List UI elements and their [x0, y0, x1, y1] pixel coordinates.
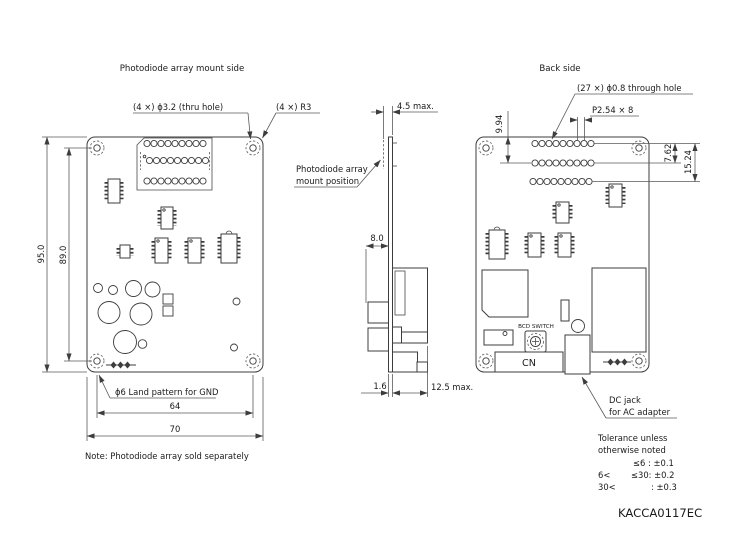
tolerance-row1: ≤6 : ±0.1	[633, 458, 674, 468]
back-ic-3	[485, 226, 509, 260]
dim-row-gap-label: 7.62	[663, 144, 673, 163]
back-dim-994: 9.94	[494, 111, 511, 164]
dc-jack-label-line1: DC jack	[609, 395, 641, 405]
back-extension-lines	[500, 143, 700, 182]
dim-hole-height-label: 89.0	[58, 246, 68, 265]
back-large-component	[481, 269, 529, 318]
front-ic-1	[104, 178, 124, 204]
side-dim-16-125: 1.6 12.5 max.	[361, 346, 473, 397]
dim-front-clearance-label: 8.0	[370, 233, 383, 243]
front-ic-6	[217, 230, 241, 264]
dim-top-to-row2-label: 9.94	[494, 115, 504, 134]
dim-row-span-label: 15.24	[683, 150, 693, 174]
front-ic-2	[157, 206, 177, 230]
front-dim-70: 70	[86, 377, 264, 441]
back-ic-4	[524, 232, 545, 258]
side-label-mount-position: Photodiode array mount position	[294, 159, 381, 188]
dim-outer-width-label: 70	[170, 424, 181, 434]
front-note: Note: Photodiode array sold separately	[85, 451, 249, 461]
tolerance-row2-left: 6<	[598, 470, 610, 480]
back-view: Back side	[475, 64, 700, 419]
back-power-component	[591, 267, 647, 353]
back-small-resistor	[560, 299, 570, 322]
corner-radius-label: (4 ×) R3	[276, 102, 311, 112]
back-hole-row-1	[531, 139, 595, 148]
tolerance-row2-right: ≤30: ±0.2	[631, 470, 675, 480]
back-dim-1524: 15.24	[683, 143, 698, 182]
front-board-outline	[86, 136, 264, 373]
side-view: 4.5 max. Photodiode array mount position…	[294, 101, 473, 397]
front-dim-89: 89.0	[58, 147, 92, 362]
connector-hole-row-3	[143, 177, 207, 185]
back-dim-762: 7.62	[663, 143, 678, 164]
back-hole-row-3	[529, 177, 593, 186]
side-dim-80: 8.0	[365, 233, 389, 303]
front-label-r3: (4 ×) R3	[262, 102, 320, 139]
mount-position-label-line2: mount position	[296, 176, 359, 186]
mount-position-label-line1: Photodiode array	[296, 164, 368, 174]
document-number: KACCA0117EC	[618, 506, 702, 520]
front-label-gnd: ϕ6 Land pattern for GND	[98, 374, 218, 399]
back-gnd-symbol	[603, 358, 631, 366]
back-dim-pitch: P2.54 × 8	[569, 105, 639, 141]
photodiode-connector	[136, 137, 213, 191]
bcd-switch[interactable]: BCD SWITCH	[518, 324, 554, 353]
dim-hole-width-label: 64	[170, 401, 181, 411]
dc-jack	[564, 334, 591, 375]
front-dim-95: 95.0	[36, 136, 87, 373]
bcd-switch-label: BCD SWITCH	[518, 324, 554, 330]
tolerance-line2: otherwise noted	[598, 445, 666, 455]
dim-pitch-label: P2.54 × 8	[592, 105, 633, 115]
front-view-title: Photodiode array mount side	[120, 64, 245, 74]
dc-jack-label-line2: for AC adapter	[609, 407, 671, 417]
front-gnd-symbol	[106, 361, 136, 369]
side-dim-45: 4.5 max.	[371, 101, 438, 139]
tolerance-row3-right: : ±0.3	[651, 482, 677, 492]
tolerance-line1: Tolerance unless	[597, 433, 667, 443]
side-front-components	[367, 301, 389, 352]
front-view: Photodiode array mount side	[36, 64, 320, 461]
dim-board-thickness-label: 1.6	[373, 381, 386, 391]
front-ic-4	[151, 237, 172, 264]
back-hole-row-2	[531, 159, 595, 167]
back-label-through-hole: (27 ×) ϕ0.8 through hole	[551, 83, 693, 140]
dim-pd-height-label: 4.5 max.	[397, 101, 434, 111]
back-ic-2	[552, 201, 573, 224]
front-ic-5	[184, 237, 205, 264]
back-mounting-holes	[478, 140, 647, 369]
side-board-outline	[388, 136, 393, 373]
dim-outer-height-label: 95.0	[36, 245, 46, 264]
thru-hole-label: (4 ×) ϕ3.2 (thru hole)	[133, 102, 223, 112]
front-label-thru-hole: (4 ×) ϕ3.2 (thru hole)	[133, 102, 253, 140]
cn-label: CN	[522, 358, 536, 369]
tolerance-row3-left: 30<	[598, 482, 616, 492]
front-discrete-parts	[93, 280, 241, 354]
connector-hole-row-2	[142, 154, 210, 165]
front-ic-3	[116, 244, 134, 259]
connector-hole-row-1	[143, 139, 207, 148]
gnd-land-label: ϕ6 Land pattern for GND	[115, 387, 218, 397]
dim-back-clearance-label: 12.5 max.	[431, 382, 473, 392]
front-dim-64: 64	[96, 375, 254, 418]
side-back-components	[392, 267, 428, 373]
back-small-module	[483, 329, 514, 346]
cn-connector: CN	[494, 351, 564, 373]
tolerance-block: Tolerance unless otherwise noted ≤6 : ±0…	[597, 433, 677, 492]
back-ic-5	[554, 232, 575, 258]
back-view-title: Back side	[539, 64, 580, 74]
back-round-part	[571, 319, 585, 333]
back-label-dc-jack: DC jack for AC adapter	[581, 376, 677, 419]
back-ic-1	[605, 183, 626, 208]
through-hole-label: (27 ×) ϕ0.8 through hole	[577, 83, 682, 93]
